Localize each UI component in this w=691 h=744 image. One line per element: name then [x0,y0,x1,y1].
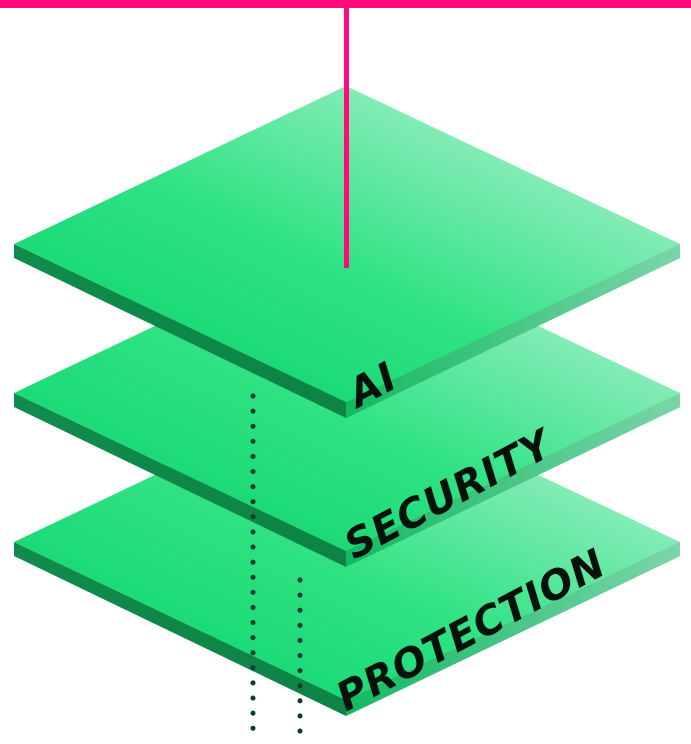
pink-vertical-connector [344,0,349,268]
